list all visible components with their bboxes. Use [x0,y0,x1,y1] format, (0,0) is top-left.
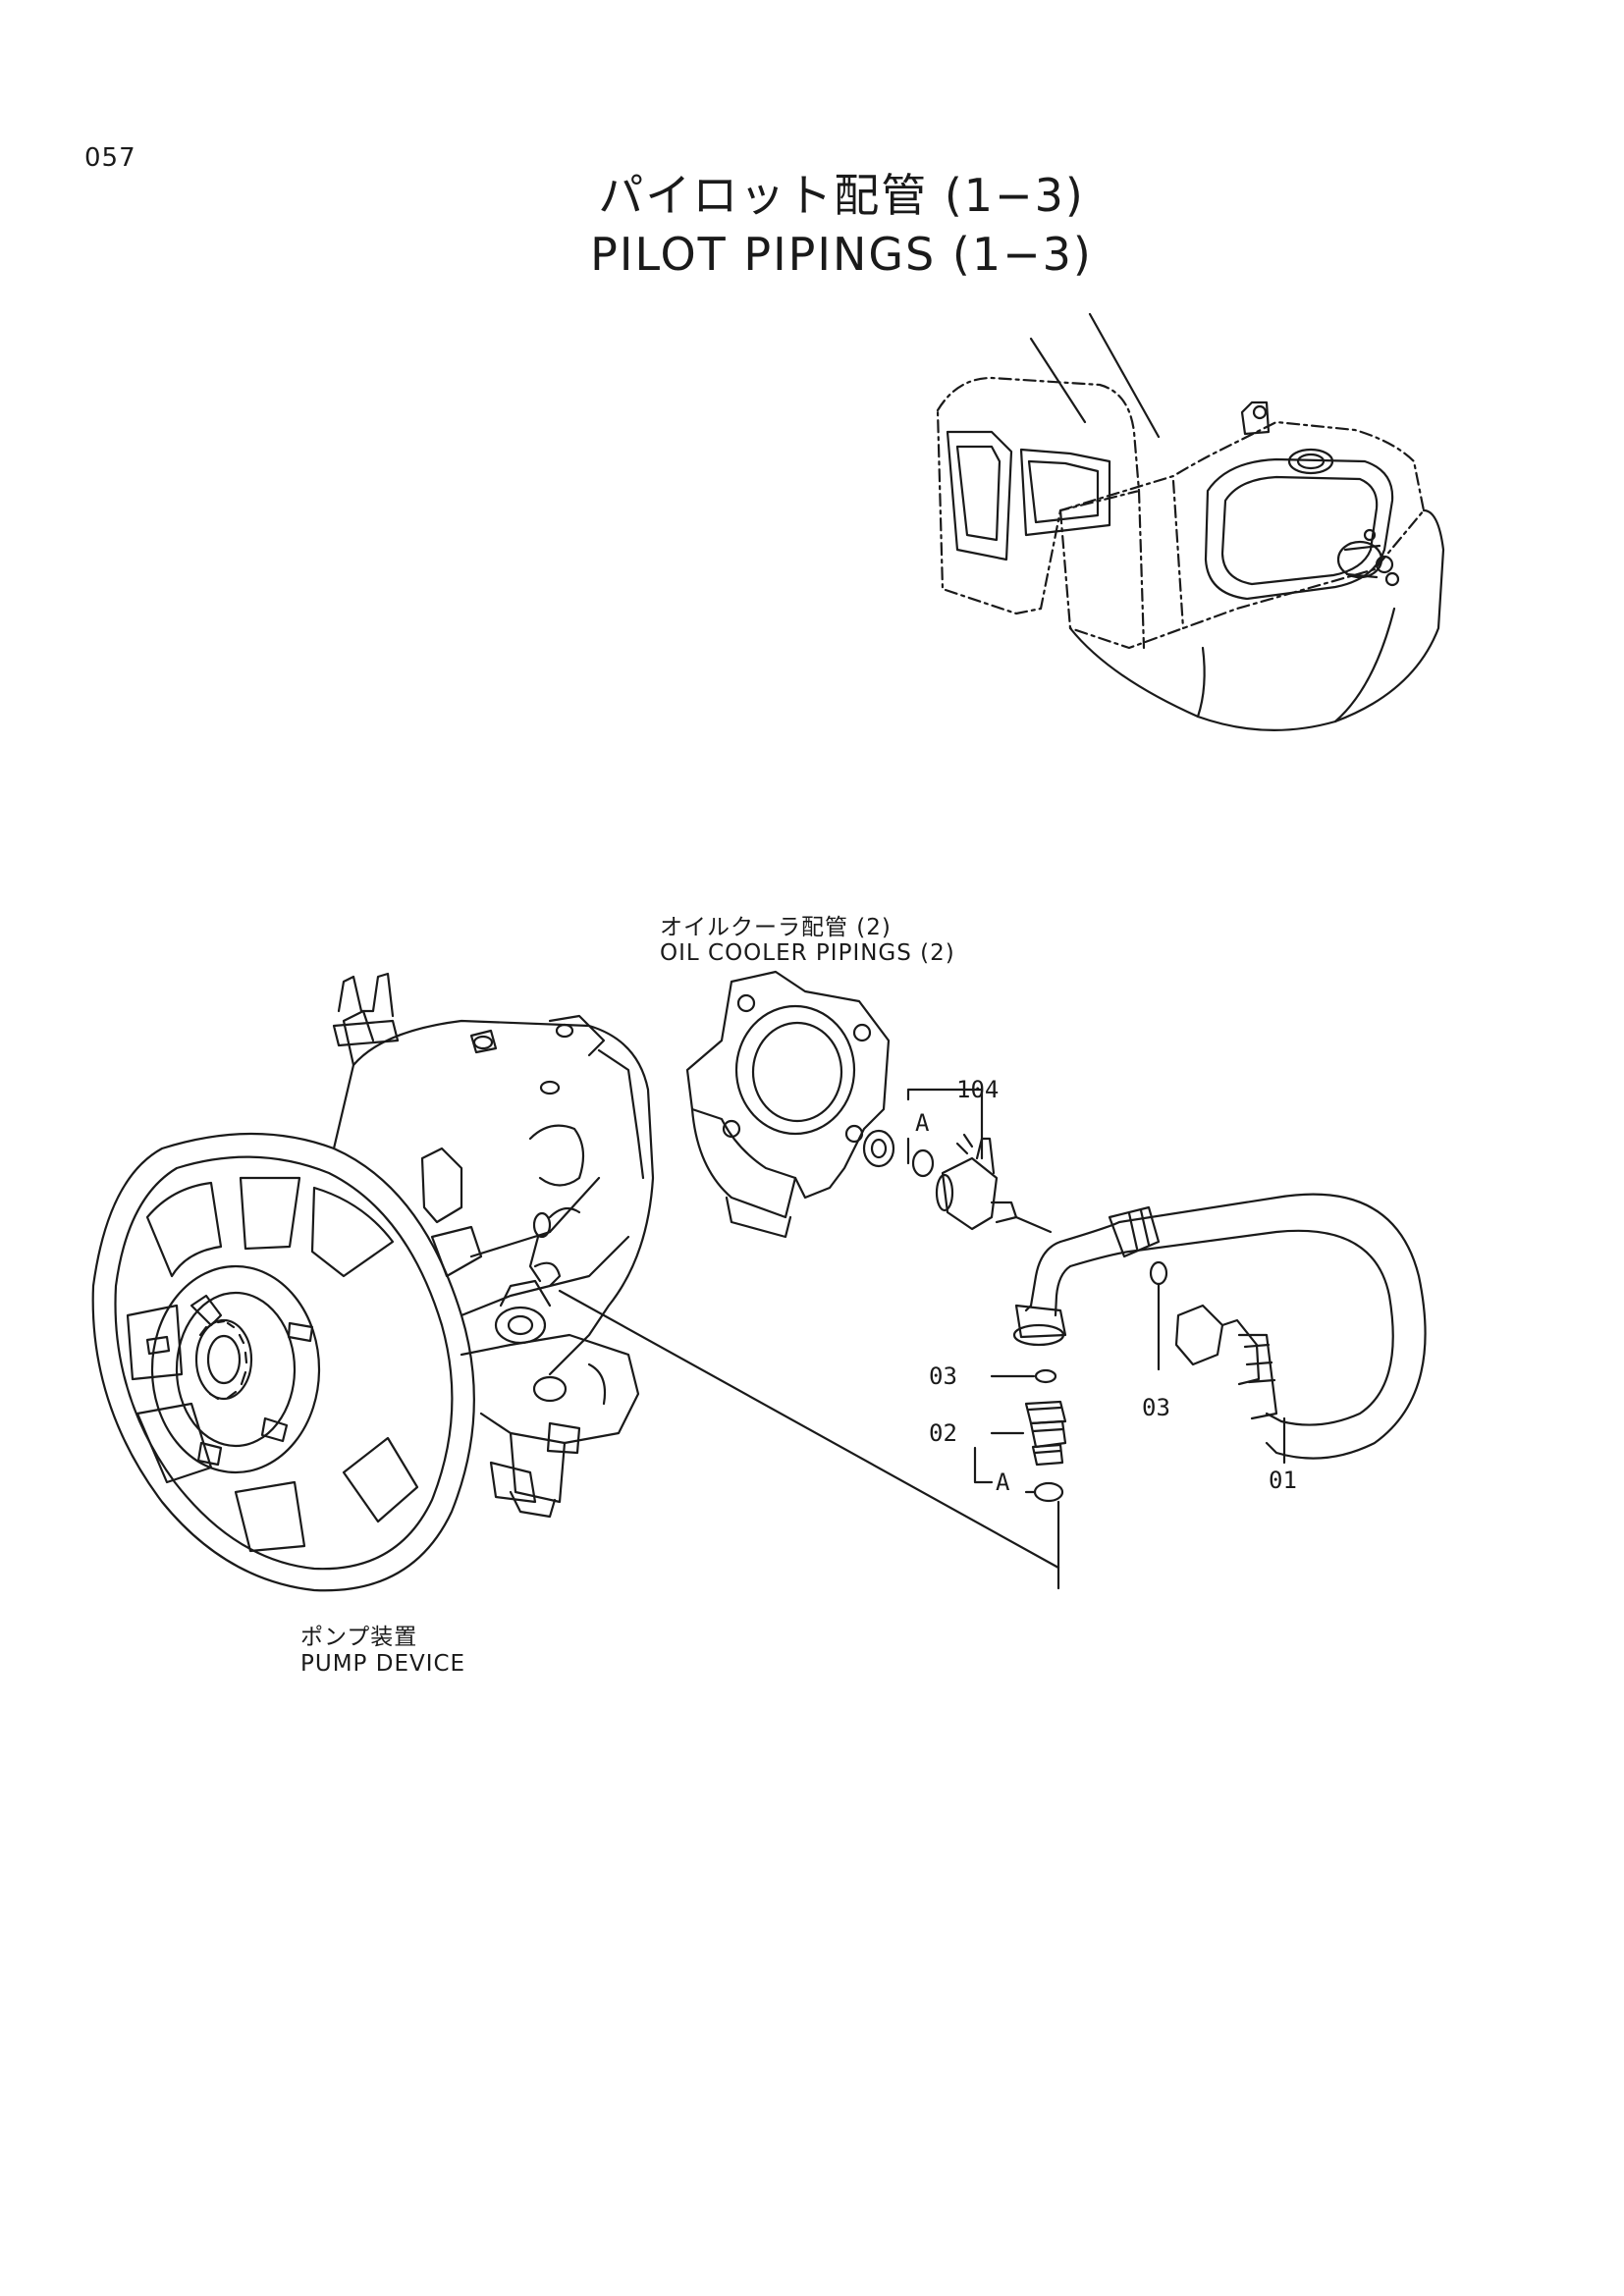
pump-device-label-japanese: ポンプ装置 [300,1625,418,1650]
fittings-and-pipes [530,1090,1426,1588]
pump-device-drawing [93,974,653,1590]
excavator-overview [938,314,1443,730]
part-number-02: 02 [929,1419,957,1447]
page-title-japanese: パイロット配管 (1−3) [598,169,1085,222]
page-number: 057 [84,143,136,173]
oil-cooler-label-japanese: オイルクーラ配管 (2) [660,915,892,940]
page-title-english: PILOT PIPINGS (1−3) [590,228,1093,281]
part-number-01: 01 [1269,1467,1297,1494]
part-number-03-left: 03 [929,1362,957,1390]
oil-cooler-label-english: OIL COOLER PIPINGS (2) [660,940,955,966]
pump-device-label-english: PUMP DEVICE [300,1651,466,1677]
part-number-104: 104 [956,1076,1000,1103]
part-number-03-right: 03 [1142,1394,1170,1421]
part-label-a-top: A [915,1109,930,1137]
part-label-a-bottom: A [996,1468,1010,1496]
oil-cooler-elbow-drawing [687,972,893,1237]
